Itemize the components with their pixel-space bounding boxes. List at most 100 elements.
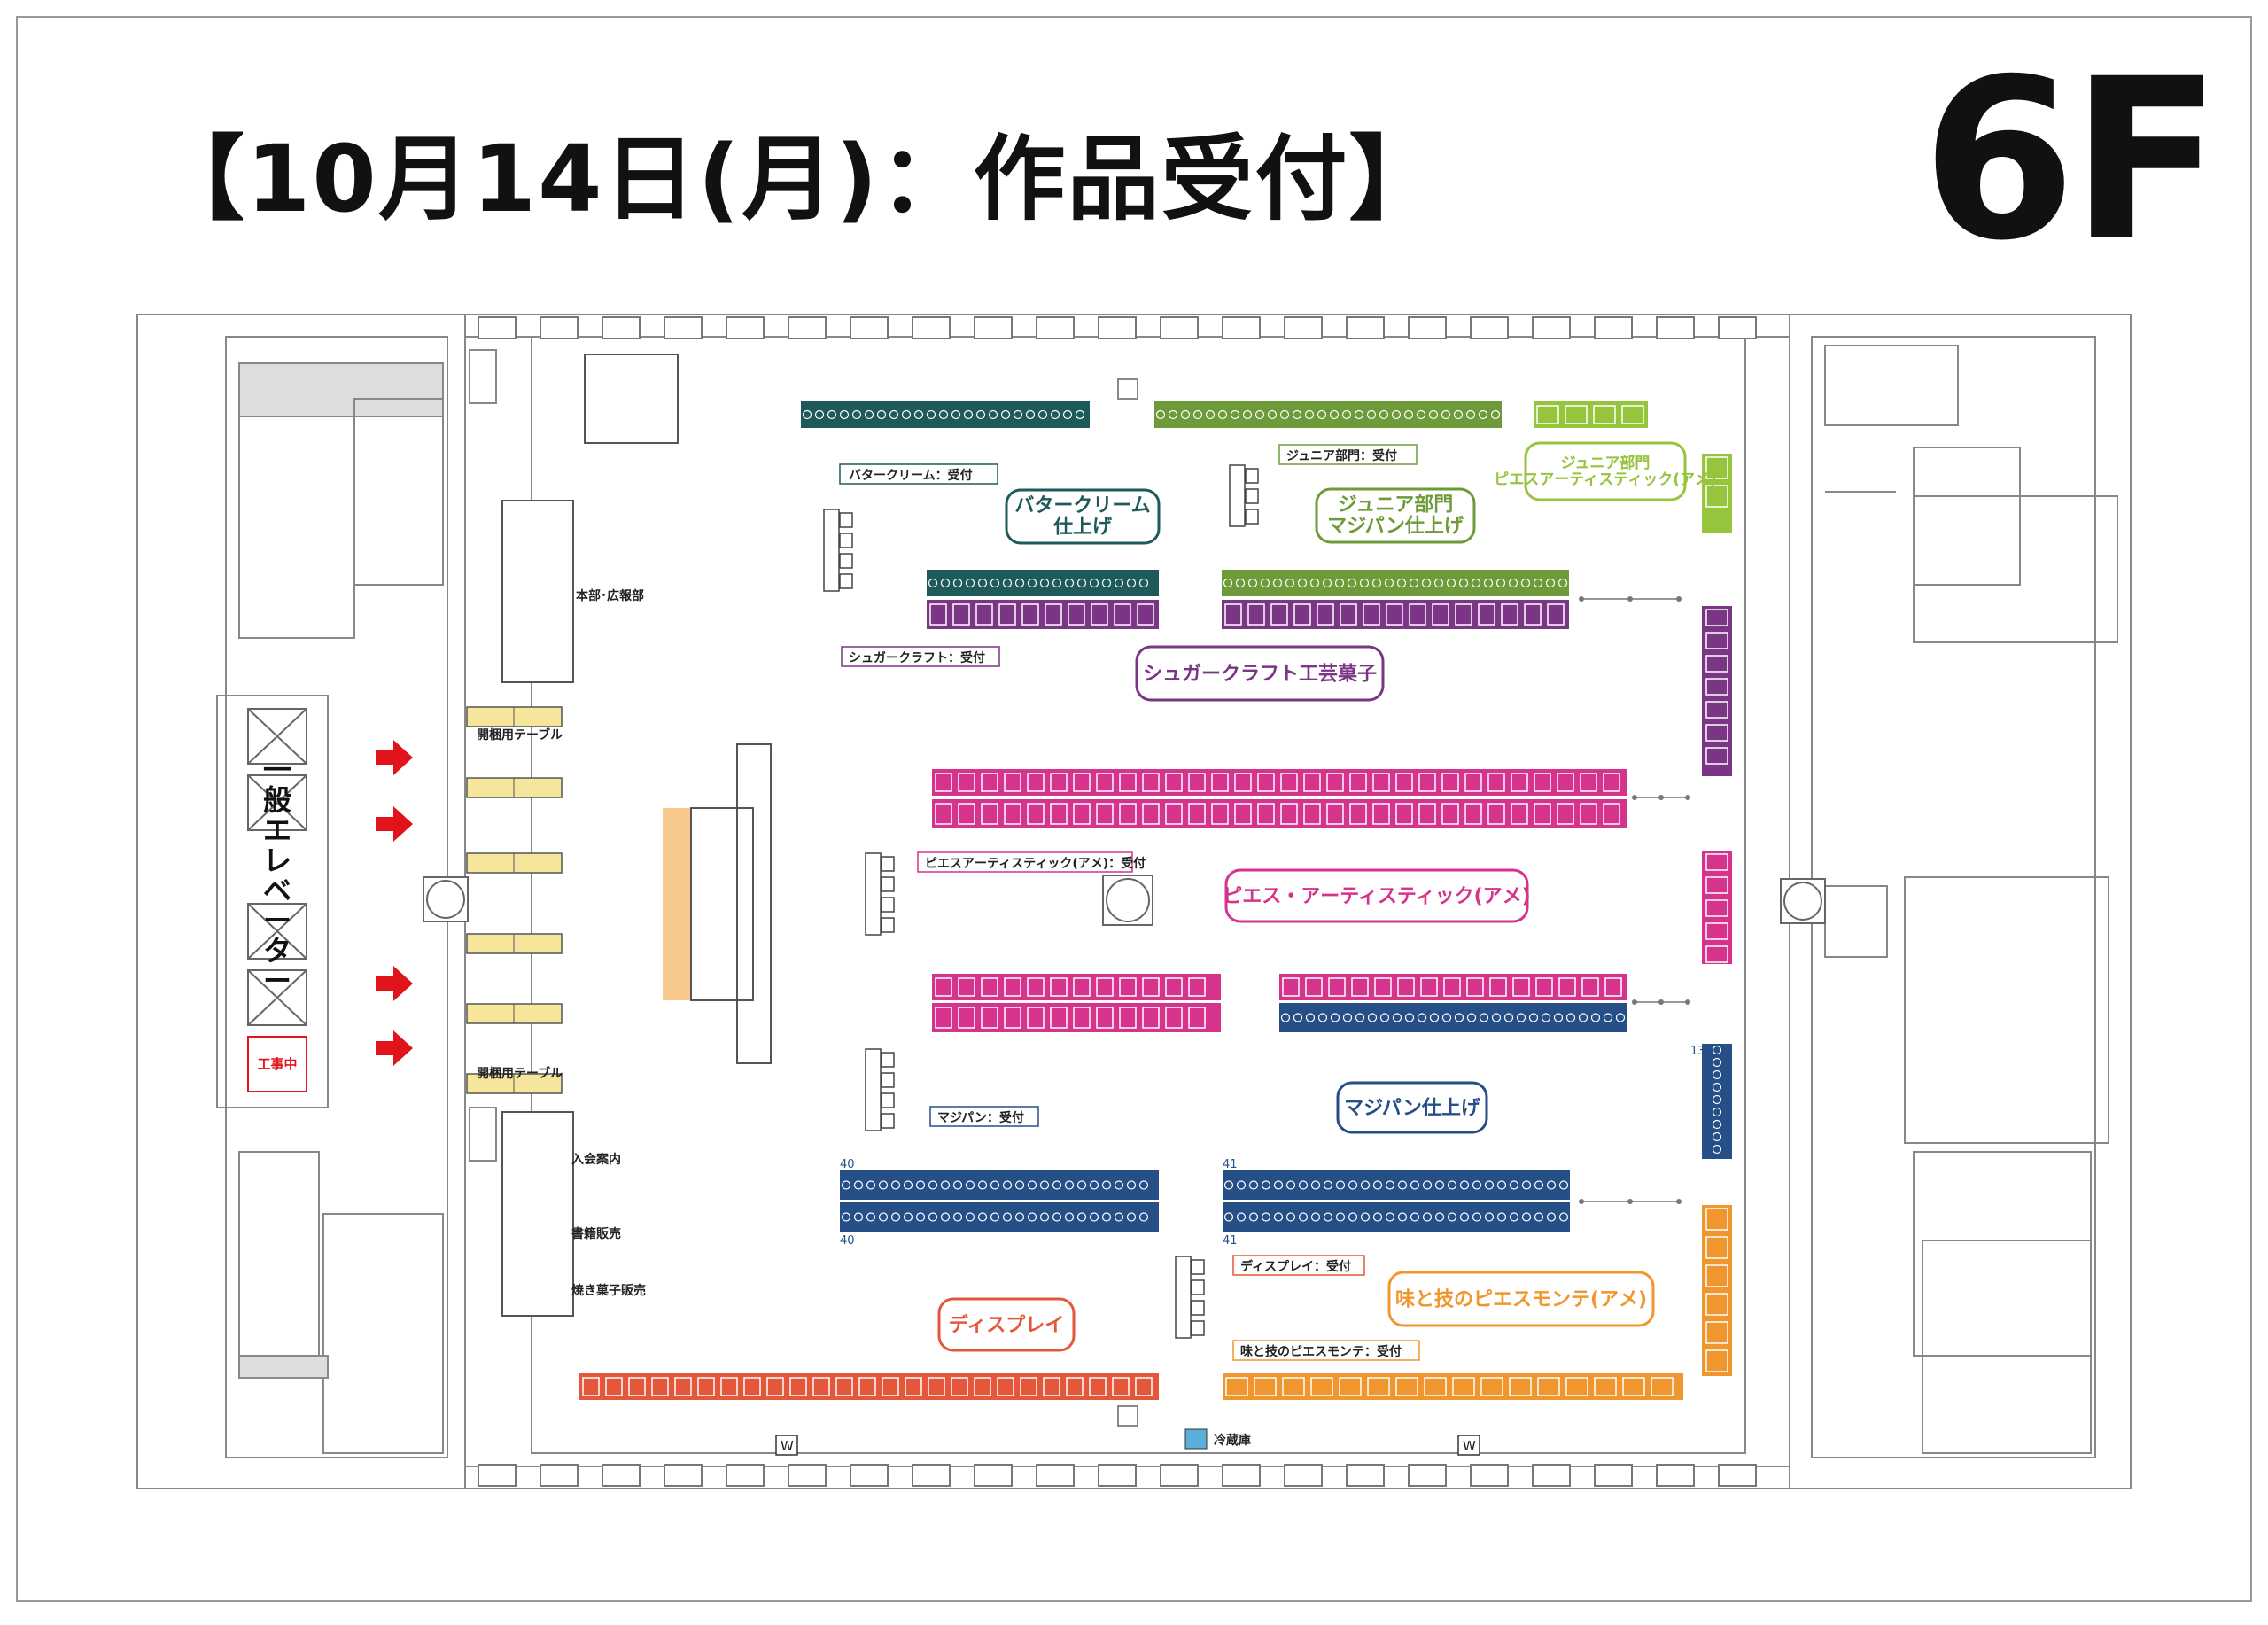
stand-cell <box>1272 578 1283 588</box>
stand-cell <box>605 1377 623 1396</box>
stand-cell <box>1712 1119 1722 1130</box>
stand-cell <box>1441 803 1459 825</box>
floor-label: 6F <box>1922 31 2222 289</box>
stand-cell <box>1441 1013 1452 1022</box>
stand-cell <box>1305 1013 1316 1022</box>
zone-text: 味と技のピエスモンテ(アメ) <box>1395 1289 1647 1311</box>
stand-cell <box>1372 773 1390 792</box>
stand-cell <box>1478 603 1495 626</box>
stand-cell <box>1705 609 1728 626</box>
stand-cell <box>1524 603 1542 626</box>
stand-cell <box>1114 1180 1124 1190</box>
stand-cell <box>853 1212 864 1222</box>
stand-cell <box>1310 1377 1333 1396</box>
stand-cell <box>1340 603 1357 626</box>
stand-cell <box>1004 803 1021 825</box>
reception-chair <box>1191 1259 1205 1275</box>
stand-row <box>932 769 1627 796</box>
stand-cell <box>1282 977 1300 997</box>
stand-cell <box>802 409 812 420</box>
stand-cell <box>928 1212 938 1222</box>
reception-chair <box>1191 1300 1205 1316</box>
unpack-table-label-top: 開梱用テーブル <box>477 727 563 743</box>
stand-cell <box>1512 977 1530 997</box>
stand-cell <box>1089 1212 1099 1222</box>
stand-cell <box>866 1212 876 1222</box>
stand-cell <box>1027 1212 1037 1222</box>
stand-cell <box>1192 409 1203 420</box>
stand-cell <box>1558 977 1576 997</box>
stand-cell <box>1392 1013 1402 1022</box>
stand-body <box>927 570 1159 596</box>
stand-cell <box>1705 1264 1728 1287</box>
window-post <box>1222 316 1261 339</box>
stand-cell <box>858 1377 876 1396</box>
connector-dot <box>1685 999 1690 1005</box>
stand-cell <box>977 1212 988 1222</box>
number-40-top: 40 <box>840 1158 855 1171</box>
construction-box <box>247 1036 307 1092</box>
stand-cell <box>1712 1082 1722 1092</box>
stand-cell <box>1558 1180 1569 1190</box>
stand-cell <box>1604 977 1622 997</box>
elevator-shaft <box>247 903 307 960</box>
stand-cell <box>1565 1013 1576 1022</box>
stand-cell <box>1705 701 1728 719</box>
stand-row <box>927 570 1159 596</box>
stand-cell <box>835 1377 853 1396</box>
stand-cell <box>1297 578 1308 588</box>
stand-cell <box>965 1212 975 1222</box>
stand-cell <box>1434 1212 1445 1222</box>
reception-pieces: ピエスアーティスティック(アメ)：受付 <box>925 856 1146 871</box>
connector-dot <box>1658 795 1664 800</box>
connector-dot <box>1676 1199 1682 1204</box>
stand-cell <box>938 409 949 420</box>
stand-cell <box>1705 899 1728 917</box>
reception-display: ディスプレイ：受付 <box>1240 1259 1351 1274</box>
stand-cell <box>940 1180 951 1190</box>
stand-row <box>932 1003 1221 1032</box>
stand-cell <box>977 578 988 588</box>
stand-cell <box>1096 977 1114 997</box>
entrance-arrow <box>376 740 413 775</box>
stand-cell <box>1490 409 1501 420</box>
stand-cell <box>1557 773 1574 792</box>
stand-cell <box>1235 578 1246 588</box>
window-post <box>850 1464 889 1487</box>
zone-box <box>1224 868 1529 923</box>
window-post <box>1222 1464 1261 1487</box>
stand-cell <box>1223 578 1233 588</box>
window-post <box>478 1464 517 1487</box>
stand-cell <box>1372 1180 1383 1190</box>
stand-cell <box>1349 773 1367 792</box>
stand-cell <box>1165 773 1183 792</box>
stand-cell <box>1371 578 1382 588</box>
stand-cell <box>952 578 963 588</box>
stand-cell <box>1309 578 1320 588</box>
stand-cell <box>1013 409 1023 420</box>
stand-cell <box>1089 578 1099 588</box>
stand-cell <box>1137 603 1154 626</box>
stand-cell <box>1385 1180 1395 1190</box>
connector-dot <box>1632 795 1637 800</box>
stand-cell <box>1254 409 1265 420</box>
stand-cell <box>1096 773 1114 792</box>
pillar-top <box>1117 378 1138 400</box>
stand-cell <box>1509 1212 1519 1222</box>
stand-cell <box>952 603 970 626</box>
stand-cell <box>1004 773 1021 792</box>
window-post <box>1594 1464 1633 1487</box>
stand-cell <box>1126 1180 1137 1190</box>
stand-cell <box>1429 1013 1440 1022</box>
stand-cell <box>1712 1094 1722 1105</box>
stand-cell <box>963 409 974 420</box>
stand-cell <box>1304 409 1315 420</box>
stand-cell <box>1511 773 1528 792</box>
stand-cell <box>901 409 912 420</box>
stand-cell <box>1039 578 1050 588</box>
stand-cell <box>1471 578 1481 588</box>
stand-cell <box>1366 409 1377 420</box>
stand-cell <box>903 1212 913 1222</box>
stand-cell <box>1712 1069 1722 1080</box>
stand-cell <box>674 1377 692 1396</box>
